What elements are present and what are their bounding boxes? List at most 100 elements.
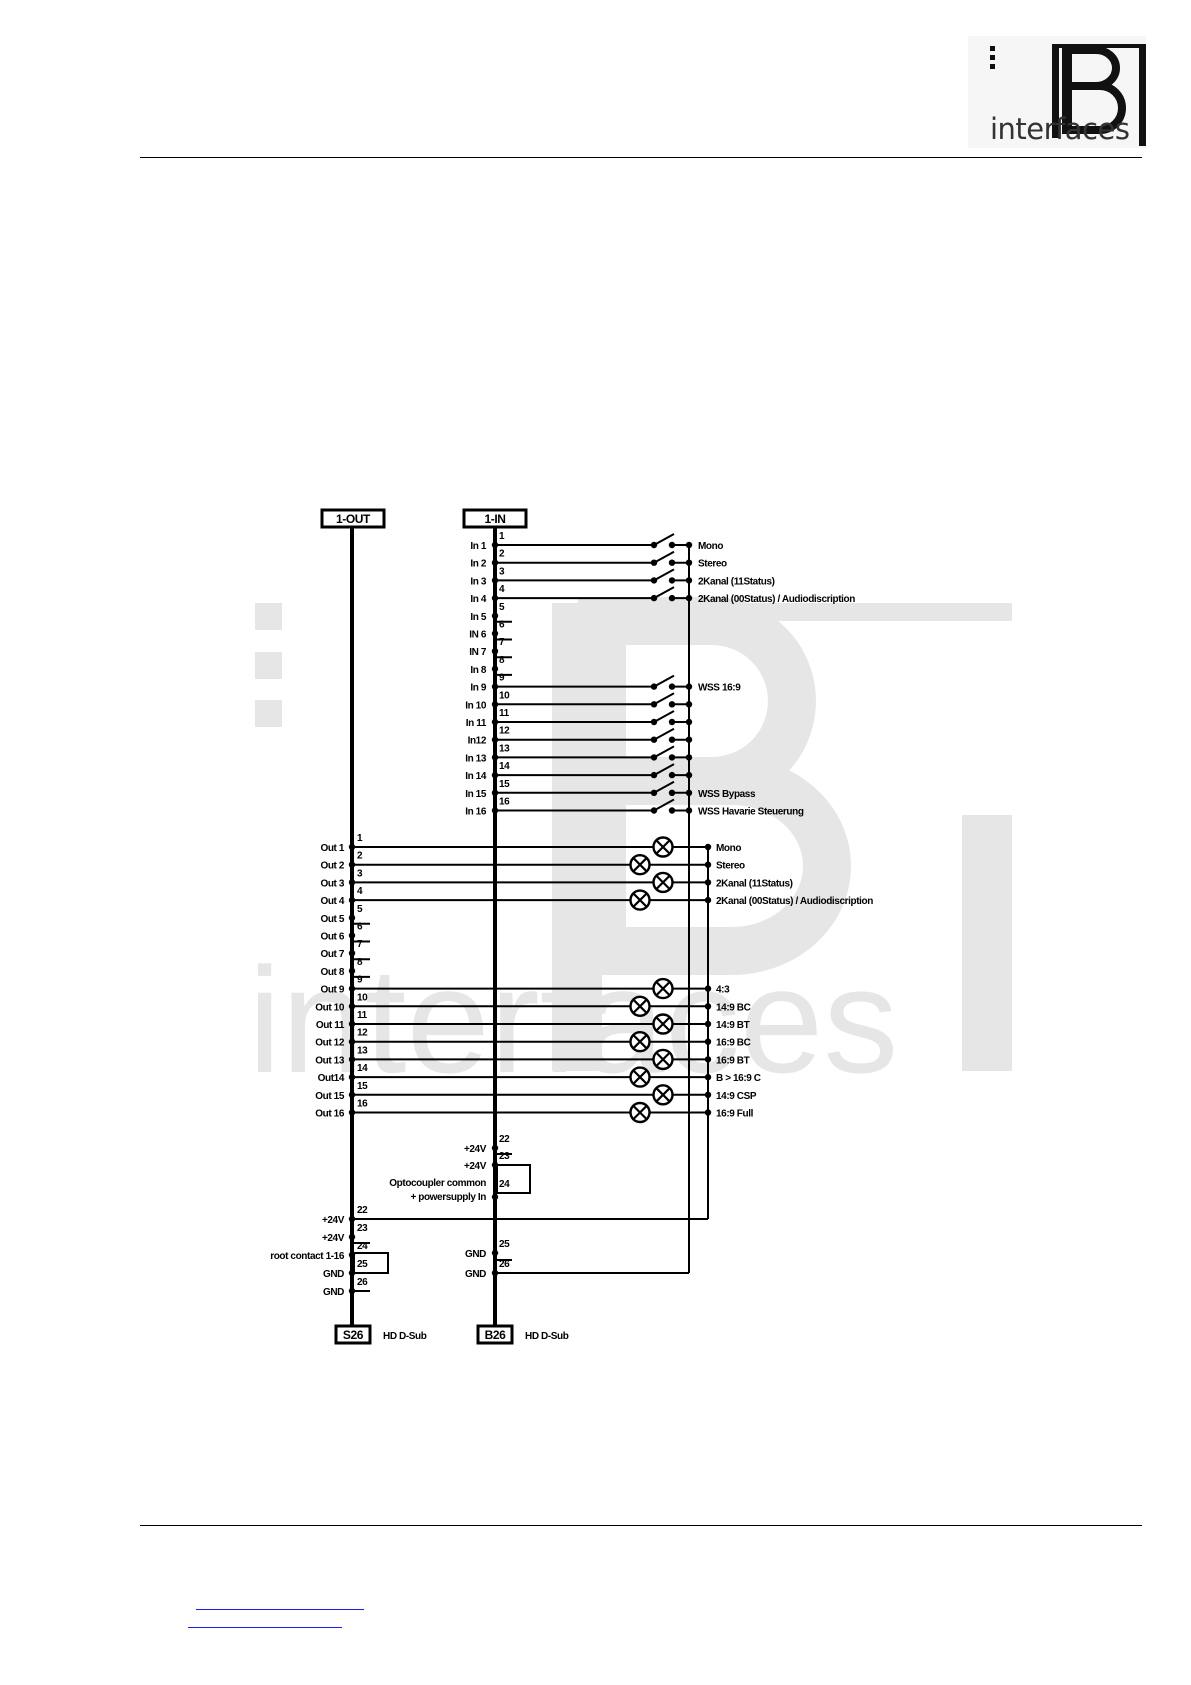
terminal-dot <box>348 1109 356 1116</box>
input-pin-number: 13 <box>499 743 510 754</box>
terminal-dot <box>491 718 499 726</box>
root-contact-bridge <box>353 1252 389 1274</box>
return-node <box>685 541 693 549</box>
switch-contact <box>668 736 676 743</box>
output-pin-number: 13 <box>357 1045 368 1056</box>
lamp-cross <box>655 981 671 996</box>
return-node <box>704 1056 712 1063</box>
input-label: In 9 <box>470 683 486 694</box>
return-node <box>685 807 693 814</box>
input-pin-number: 14 <box>499 761 510 772</box>
output-function-label: Mono <box>716 843 741 854</box>
terminal-dot <box>348 1215 356 1223</box>
terminal-dot <box>348 950 356 957</box>
output-function-label: 14:9 BC <box>716 1002 751 1013</box>
in-power-pin: 23 <box>499 1151 510 1162</box>
terminal-dot <box>348 861 356 868</box>
wires <box>350 527 709 1330</box>
switch-blade <box>653 533 675 546</box>
output-pin-number: 11 <box>357 1010 368 1021</box>
output-pin-number: 14 <box>357 1063 368 1074</box>
switch-contact <box>668 594 676 602</box>
output-label: Out 10 <box>315 1002 345 1013</box>
in-power-label: + powersupply In <box>410 1192 486 1203</box>
lamp-cross <box>632 1034 648 1049</box>
input-function-label: Mono <box>698 541 723 552</box>
return-node <box>704 1038 712 1045</box>
output-pin-number: 6 <box>357 922 363 933</box>
terminal-dot <box>348 1073 356 1081</box>
in-power-label: Optocoupler common <box>389 1178 486 1189</box>
input-pin-number: 9 <box>499 673 505 684</box>
lamp-cross <box>632 892 648 908</box>
lamp-cross <box>632 1105 648 1120</box>
switch-blade <box>653 798 675 812</box>
terminal-dot <box>491 1249 499 1257</box>
in-power-label: GND <box>465 1249 486 1260</box>
switch-blade <box>653 763 675 776</box>
terminal-dot <box>348 843 356 851</box>
return-node <box>704 1091 712 1099</box>
input-pin-number: 15 <box>499 779 510 790</box>
output-label: Out 15 <box>315 1091 345 1102</box>
switch-contact <box>668 541 676 549</box>
output-pin-number: 2 <box>357 851 363 862</box>
output-label: Out 9 <box>320 985 344 996</box>
return-node <box>685 701 693 708</box>
terminal-dot <box>491 701 499 708</box>
in-power-label: +24V <box>464 1161 487 1172</box>
terminal-dot <box>348 1003 356 1010</box>
switch-blade <box>653 674 675 688</box>
out-power-label: GND <box>323 1269 344 1280</box>
output-label: Out 6 <box>320 932 344 943</box>
input-pin-number: 5 <box>499 602 505 613</box>
terminal-dot <box>348 985 356 992</box>
out-power-pin: 24 <box>357 1241 368 1252</box>
footer-link-2[interactable] <box>188 1627 342 1628</box>
terminal-dot <box>348 914 356 921</box>
output-label: Out 5 <box>320 914 344 925</box>
input-label: In 8 <box>470 665 486 676</box>
output-label: Out 8 <box>320 967 344 978</box>
switch-blade <box>653 586 675 599</box>
output-pin-number: 4 <box>357 886 363 897</box>
output-label: Out 3 <box>320 878 344 889</box>
terminal-dot <box>491 1193 499 1201</box>
in-power-pin: 24 <box>499 1179 510 1190</box>
switch-blade <box>653 710 675 723</box>
return-node <box>704 1003 712 1010</box>
optocoupler-bridge <box>496 1164 531 1194</box>
footer-link-1[interactable] <box>196 1609 364 1610</box>
out-power-label: +24V <box>322 1215 345 1226</box>
return-node <box>685 771 693 779</box>
input-function-label: WSS Bypass <box>698 789 756 800</box>
terminal-dot <box>348 1038 356 1045</box>
connector-in-label: 1-IN <box>484 512 505 526</box>
watermark-logo: interfaces <box>248 597 1012 1104</box>
input-label: In12 <box>468 736 487 747</box>
connector-out-box <box>320 508 386 529</box>
terminal-dot <box>491 771 499 779</box>
input-pin-number: 3 <box>499 566 505 577</box>
switch-contact <box>668 718 676 726</box>
output-function-label: 16:9 Full <box>716 1109 754 1120</box>
output-pin-number: 15 <box>357 1081 368 1092</box>
terminal-dot <box>491 736 499 743</box>
input-pin-number: 2 <box>499 549 505 560</box>
in-power-pin: 22 <box>499 1134 510 1145</box>
terminal-dot <box>491 683 499 690</box>
output-pin-number: 3 <box>357 868 363 879</box>
switch-blade <box>653 692 675 706</box>
return-node <box>704 1109 712 1116</box>
connector-s26-desc: HD D-Sub <box>383 1331 427 1342</box>
input-pin-number: 16 <box>499 797 510 808</box>
terminal-dot <box>491 612 499 619</box>
output-label: Out 4 <box>320 896 344 907</box>
switch-contact <box>650 594 658 602</box>
switch-blade <box>653 568 675 582</box>
input-label: In 3 <box>470 576 486 587</box>
output-label: Out 7 <box>320 949 344 960</box>
connector-b26-label: B26 <box>485 1328 507 1342</box>
input-label: In 15 <box>465 789 487 800</box>
